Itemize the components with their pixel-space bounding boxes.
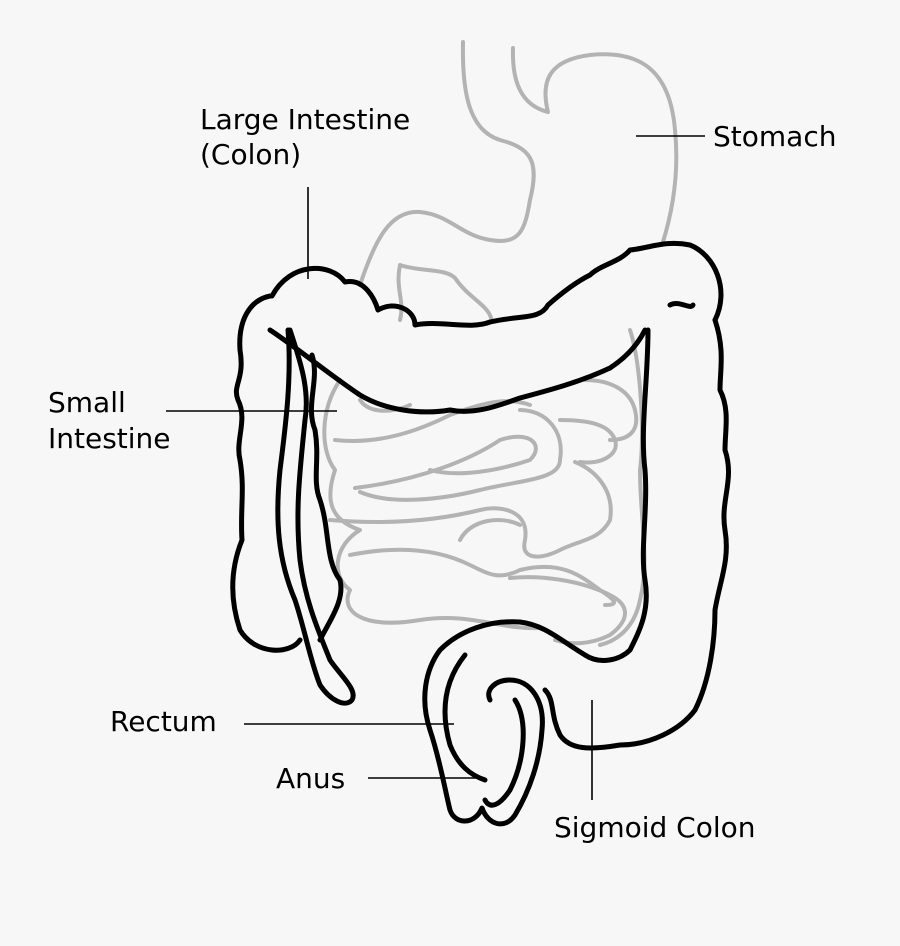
label-colon: (Colon) — [200, 138, 301, 171]
label-rectum: Rectum — [110, 705, 217, 738]
stomach-shape — [358, 40, 679, 287]
label-sigmoid-colon: Sigmoid Colon — [554, 811, 756, 844]
label-anus: Anus — [276, 762, 345, 795]
label-small: Small — [48, 386, 126, 419]
small-intestine-shape — [322, 263, 647, 647]
large-intestine-shape — [230, 240, 731, 827]
label-large-intestine: Large Intestine — [200, 103, 410, 136]
label-stomach: Stomach — [713, 120, 836, 153]
label-intestine: Intestine — [48, 422, 171, 455]
